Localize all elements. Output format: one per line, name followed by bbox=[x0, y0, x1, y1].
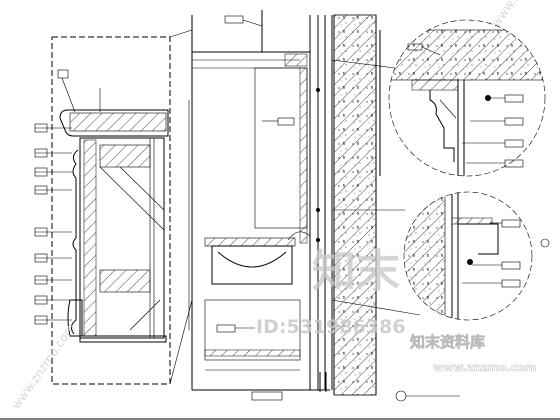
cornice-hatch bbox=[69, 112, 167, 132]
wall-section bbox=[333, 14, 377, 396]
watermark-side-left: www.znzmo.com bbox=[9, 321, 78, 411]
section-marker bbox=[395, 390, 460, 402]
cabinet-body bbox=[79, 137, 165, 339]
ceiling-hatch bbox=[284, 53, 308, 67]
center-annotation-tags bbox=[216, 15, 295, 401]
basin-curve bbox=[217, 251, 287, 268]
left-annotation-tags bbox=[34, 123, 72, 325]
base-plinth bbox=[79, 335, 167, 343]
watermark-logo: 知末 bbox=[312, 246, 400, 297]
left-detail-frame bbox=[51, 36, 171, 385]
left-detail-panel bbox=[34, 36, 171, 385]
watermark-id: ID:531986386 bbox=[256, 316, 405, 338]
watermark-url: www.znzmo.com bbox=[433, 361, 536, 374]
top-leader-lines bbox=[57, 69, 161, 331]
vanity-body bbox=[211, 245, 293, 285]
marker-dot-2 bbox=[316, 208, 320, 212]
lower-cabinet bbox=[204, 299, 301, 361]
bottom-detail-tags bbox=[462, 219, 521, 288]
left-molding-profile bbox=[70, 149, 79, 335]
marker-dot-3 bbox=[316, 238, 320, 242]
watermark-side-top-right: www.znzmo.com bbox=[489, 0, 558, 30]
upper-hatched-block bbox=[99, 144, 151, 168]
watermark-brand: 知末资料库 bbox=[410, 333, 485, 351]
detail-circle-top bbox=[388, 19, 546, 177]
tall-panel bbox=[254, 67, 308, 229]
marker-dot-1 bbox=[316, 88, 320, 92]
top-detail-tags bbox=[407, 43, 524, 168]
top-cornice-profile bbox=[59, 109, 169, 137]
center-elevation bbox=[169, 10, 333, 401]
vanity-top bbox=[204, 237, 296, 247]
cabinet-side-hatch bbox=[83, 139, 97, 337]
door-diagonal-2 bbox=[119, 166, 165, 211]
door-diagonal bbox=[99, 166, 165, 231]
lower-hatched-block bbox=[99, 269, 151, 293]
